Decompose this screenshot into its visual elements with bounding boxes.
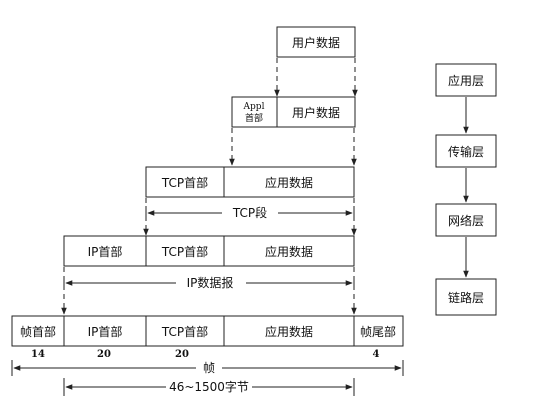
frame-trailer-label: 帧尾部 bbox=[360, 324, 396, 339]
payload-span: 46~1500字节 bbox=[63, 378, 355, 396]
app-data-label: 应用数据 bbox=[265, 324, 313, 339]
layer-transport: 传输层 bbox=[448, 144, 484, 159]
ip-datagram-label: IP数据报 bbox=[187, 275, 234, 290]
size-frame-header: 14 bbox=[31, 349, 45, 360]
app-data-label: 应用数据 bbox=[265, 175, 313, 190]
size-tcp-header: 20 bbox=[175, 349, 189, 360]
appl-header-line1: Appl bbox=[243, 102, 265, 112]
ip-header-label: IP首部 bbox=[88, 244, 123, 259]
appl-header-line2: 首部 bbox=[245, 112, 263, 124]
tcp-segment-row: TCP首部 应用数据 bbox=[145, 166, 355, 198]
ip-header-label: IP首部 bbox=[88, 324, 123, 339]
frame-sizes: 14 20 20 4 bbox=[31, 349, 379, 360]
size-ip-header: 20 bbox=[97, 349, 111, 360]
appl-encapsulation-row: Appl 首部 用户数据 bbox=[231, 96, 356, 128]
layer-network: 网络层 bbox=[448, 213, 484, 228]
tcp-header-label: TCP首部 bbox=[161, 244, 208, 259]
tcp-header-label: TCP首部 bbox=[161, 175, 208, 190]
tcp-header-label: TCP首部 bbox=[161, 324, 208, 339]
layer-link: 链路层 bbox=[448, 290, 484, 305]
layer-stack: 应用层 传输层 网络层 链路层 bbox=[435, 63, 497, 316]
user-data-label: 用户数据 bbox=[292, 105, 340, 120]
ip-datagram-row: IP首部 TCP首部 应用数据 bbox=[63, 235, 355, 267]
tcp-segment-label: TCP段 bbox=[232, 205, 267, 220]
frame-header-label: 帧首部 bbox=[20, 324, 56, 339]
app-user-data-row: 用户数据 bbox=[276, 26, 356, 58]
app-data-label: 应用数据 bbox=[265, 244, 313, 259]
size-frame-trailer: 4 bbox=[373, 349, 380, 360]
tcp-segment-span: TCP段 bbox=[145, 205, 355, 220]
frame-span: 帧 bbox=[11, 360, 404, 376]
ip-datagram-span: IP数据报 bbox=[63, 275, 355, 290]
payload-size-label: 46~1500字节 bbox=[169, 379, 249, 394]
layer-application: 应用层 bbox=[448, 73, 484, 88]
frame-label: 帧 bbox=[203, 361, 215, 375]
frame-row: 帧首部 IP首部 TCP首部 应用数据 帧尾部 bbox=[11, 315, 404, 347]
user-data-label: 用户数据 bbox=[292, 35, 340, 50]
